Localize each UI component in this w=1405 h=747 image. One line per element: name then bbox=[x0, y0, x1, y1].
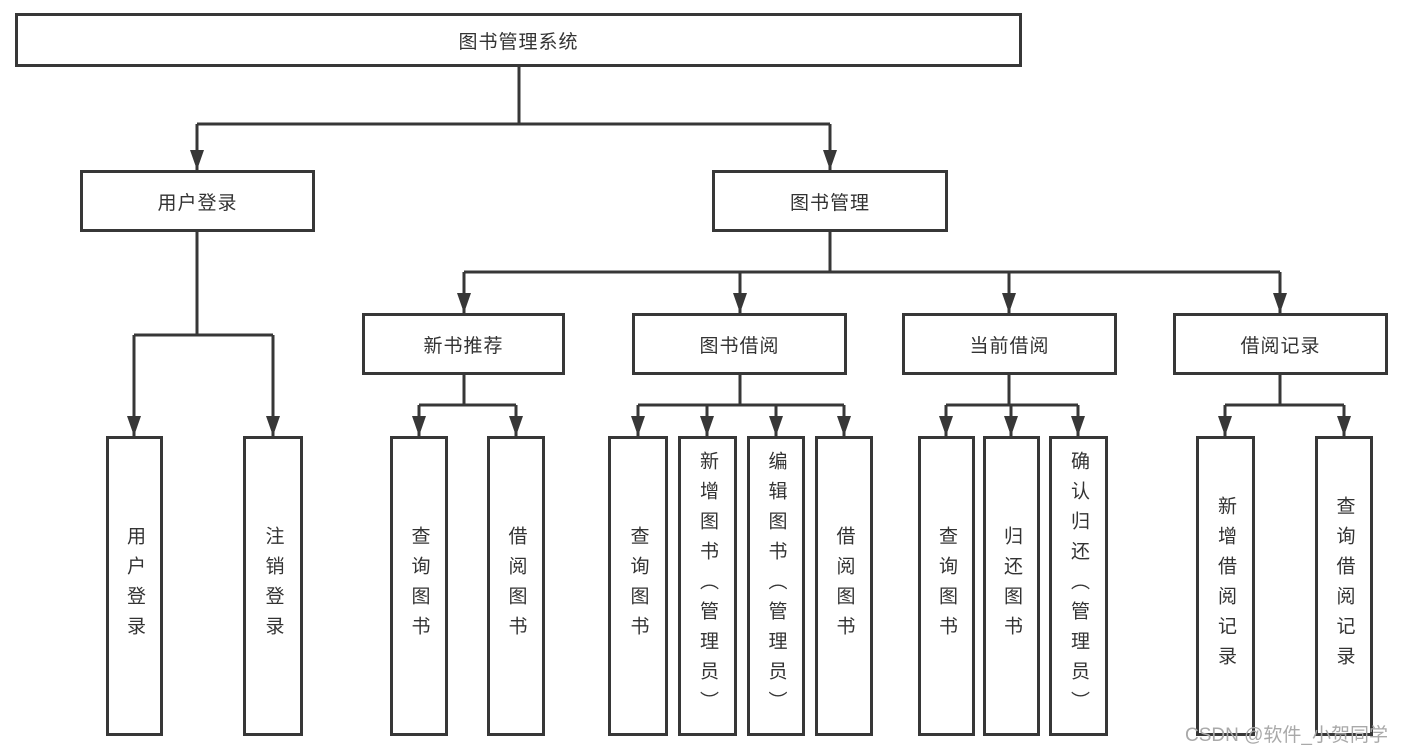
connector-trunks bbox=[134, 67, 1344, 407]
watermark: CSDN @软件_小贺同学 bbox=[1185, 725, 1388, 746]
node-borrowing-records: 借阅记录 bbox=[1173, 313, 1388, 375]
node-book-borrowing-label: 图书借阅 bbox=[699, 335, 780, 357]
leaf-borrow-books-label: 借阅图书 bbox=[833, 526, 855, 646]
leaf-borrow-books-recommend-label: 借阅图书 bbox=[505, 526, 527, 646]
node-new-book-recommend: 新书推荐 bbox=[362, 313, 565, 375]
leaf-add-books-admin: 新增图书（管理员） bbox=[678, 436, 737, 736]
node-current-borrowing-label: 当前借阅 bbox=[969, 335, 1050, 357]
node-book-borrowing: 图书借阅 bbox=[632, 313, 847, 375]
node-new-book-recommend-label: 新书推荐 bbox=[423, 335, 504, 357]
leaf-return-books-label: 归还图书 bbox=[1001, 526, 1022, 646]
leaf-borrow-books-recommend: 借阅图书 bbox=[487, 436, 545, 736]
node-current-borrowing: 当前借阅 bbox=[902, 313, 1117, 375]
leaf-logout: 注销登录 bbox=[243, 436, 303, 736]
leaf-query-books-recommend: 查询图书 bbox=[390, 436, 448, 736]
leaf-confirm-return-admin-label: 确认归还（管理员） bbox=[1068, 451, 1089, 721]
node-borrowing-records-label: 借阅记录 bbox=[1240, 335, 1321, 357]
node-book-management: 图书管理 bbox=[712, 170, 948, 232]
leaf-query-books-borrowing-label: 查询图书 bbox=[627, 526, 649, 646]
leaf-add-borrow-record-label: 新增借阅记录 bbox=[1215, 496, 1236, 676]
leaf-add-borrow-record: 新增借阅记录 bbox=[1196, 436, 1255, 736]
leaf-edit-books-admin-label: 编辑图书（管理员） bbox=[765, 451, 787, 721]
node-library-system: 图书管理系统 bbox=[15, 13, 1022, 67]
leaf-return-books: 归还图书 bbox=[983, 436, 1040, 736]
leaf-user-login-label: 用户登录 bbox=[124, 526, 145, 646]
leaf-borrow-books: 借阅图书 bbox=[815, 436, 873, 736]
leaf-query-books-current-label: 查询图书 bbox=[936, 526, 957, 646]
leaf-query-books-recommend-label: 查询图书 bbox=[408, 526, 430, 646]
leaf-add-books-admin-label: 新增图书（管理员） bbox=[697, 451, 718, 721]
node-user-login: 用户登录 bbox=[80, 170, 315, 232]
leaf-logout-label: 注销登录 bbox=[262, 526, 284, 646]
leaf-edit-books-admin: 编辑图书（管理员） bbox=[747, 436, 805, 736]
leaf-query-books-current: 查询图书 bbox=[918, 436, 975, 736]
node-user-login-label: 用户登录 bbox=[157, 192, 238, 214]
leaf-query-borrow-record-label: 查询借阅记录 bbox=[1333, 496, 1355, 676]
leaf-query-books-borrowing: 查询图书 bbox=[608, 436, 668, 736]
node-library-system-label: 图书管理系统 bbox=[458, 31, 579, 53]
leaf-confirm-return-admin: 确认归还（管理员） bbox=[1049, 436, 1108, 736]
node-book-management-label: 图书管理 bbox=[789, 192, 870, 214]
leaf-query-borrow-record: 查询借阅记录 bbox=[1315, 436, 1373, 736]
leaf-user-login: 用户登录 bbox=[106, 436, 163, 736]
